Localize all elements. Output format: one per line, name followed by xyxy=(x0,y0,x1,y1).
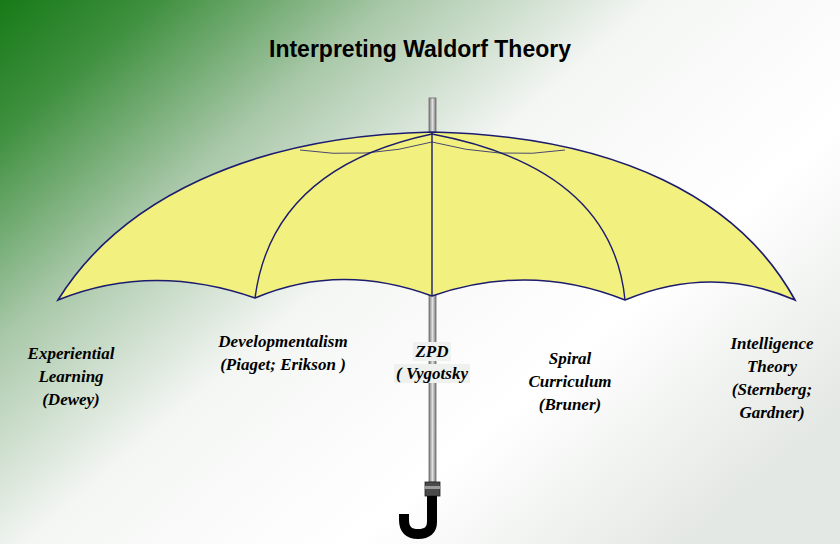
diagram-title: Interpreting Waldorf Theory xyxy=(0,36,840,63)
umbrella-grip-band xyxy=(425,486,440,489)
umbrella-rib xyxy=(431,132,432,296)
theory-label-box: Intelligence Theory (Sternberg; Gardner) xyxy=(714,332,830,424)
umbrella-seam xyxy=(300,142,565,154)
theory-label-box: ( Vygotsky xyxy=(382,362,482,385)
theory-label: ( Vygotsky xyxy=(394,364,470,383)
umbrella-rib xyxy=(255,134,432,298)
umbrella-handle xyxy=(404,496,432,534)
theory-label: Intelligence Theory (Sternberg; Gardner) xyxy=(730,334,813,422)
theory-label-box: Developmentalism (Piaget; Erikson ) xyxy=(195,330,371,376)
umbrella-canopy xyxy=(58,132,795,300)
theory-label: ZPD xyxy=(413,342,450,361)
theory-label: Experiential Learning (Dewey) xyxy=(28,344,115,409)
umbrella-grip xyxy=(425,482,440,496)
theory-label-box: Experiential Learning (Dewey) xyxy=(12,342,130,411)
theory-label-box: ZPD xyxy=(402,340,462,363)
theory-label-box: Spiral Curriculum (Bruner) xyxy=(516,347,624,416)
umbrella-rib xyxy=(432,134,625,300)
theory-label: Spiral Curriculum (Bruner) xyxy=(528,349,611,414)
theory-label: Developmentalism (Piaget; Erikson ) xyxy=(218,332,347,374)
